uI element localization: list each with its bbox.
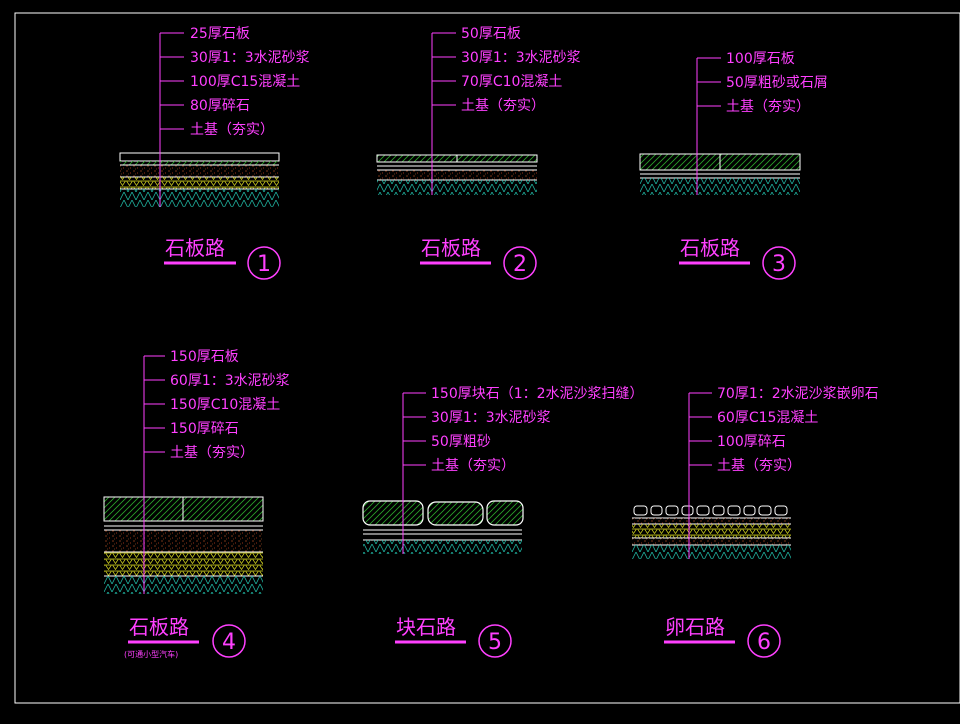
section-1-leader [159,32,184,207]
section-4-label-1: 150厚石板 [170,349,239,365]
section-1-label-4: 80厚碎石 [190,98,250,114]
section-1-number-circle [247,246,281,280]
section-2-leader [431,32,456,195]
section-4-leader [143,355,165,594]
section-4-label-2: 60厚1：3水泥砂浆 [170,373,290,389]
section-3-label-3: 土基（夯实） [726,98,810,115]
section-1-label-2: 30厚1：3水泥砂浆 [190,50,310,66]
section-3-number: 3 [772,252,786,277]
section-1-title: 石板路 [165,236,225,260]
section-2-number-circle [503,246,537,280]
section-3-leader [696,57,721,195]
section-1-label-1: 25厚石板 [190,26,250,42]
section-4-label-5: 土基（夯实） [170,444,254,461]
section-6-number: 6 [757,630,771,655]
section-4-layers [103,496,264,594]
section-2-title: 石板路 [421,236,481,260]
section-1-label-5: 土基（夯实） [190,121,274,138]
section-6-number-circle [747,624,781,658]
section-5: 150厚块石（1：2水泥沙浆扫缝） 30厚1：3水泥砂浆 50厚粗砂 土基（夯实… [362,386,644,658]
section-5-leader [402,392,426,554]
section-1-layers [119,152,280,207]
section-4-label-3: 150厚C10混凝土 [170,397,280,413]
section-3: 100厚石板 50厚粗砂或石屑 土基（夯实） 石板路 3 [639,51,828,280]
section-5-title: 块石路 [396,615,456,639]
section-5-label-2: 30厚1：3水泥砂浆 [431,410,551,426]
section-5-number-circle [478,624,512,658]
section-6-layers [632,505,791,559]
section-3-layers [639,153,801,195]
section-5-label-1: 150厚块石（1：2水泥沙浆扫缝） [431,386,644,402]
section-4-note: (可通小型汽车) [124,649,178,659]
section-6-title: 卵石路 [665,615,725,639]
section-2-number: 2 [513,252,527,277]
section-2-layers [376,154,538,195]
section-5-layers [362,500,524,554]
section-2-label-1: 50厚石板 [461,26,521,42]
pebble-row [633,505,788,516]
section-4-number-circle [212,624,246,658]
section-1: 25厚石板 30厚1：3水泥砂浆 100厚C15混凝土 80厚碎石 土基（夯实）… [119,26,310,280]
section-2-label-4: 土基（夯实） [461,97,545,114]
section-4-number: 4 [222,630,236,655]
section-6-label-2: 60厚C15混凝土 [717,410,818,426]
section-3-title: 石板路 [680,236,740,260]
section-2-label-3: 70厚C10混凝土 [461,74,562,90]
section-2: 50厚石板 30厚1：3水泥砂浆 70厚C10混凝土 土基（夯实） 石板路 2 [376,26,581,280]
section-6-label-1: 70厚1：2水泥沙浆嵌卵石 [717,386,879,402]
section-2-label-2: 30厚1：3水泥砂浆 [461,50,581,66]
section-1-label-3: 100厚C15混凝土 [190,74,300,90]
section-4-title: 石板路 [129,615,189,639]
section-6-label-4: 土基（夯实） [717,457,801,474]
section-4-label-4: 150厚碎石 [170,421,239,437]
section-1-number: 1 [257,252,271,277]
section-3-label-1: 100厚石板 [726,51,795,67]
section-3-label-2: 50厚粗砂或石屑 [726,75,828,91]
section-6-label-3: 100厚碎石 [717,434,786,450]
section-4: 150厚石板 60厚1：3水泥砂浆 150厚C10混凝土 150厚碎石 土基（夯… [103,349,290,659]
section-6: 70厚1：2水泥沙浆嵌卵石 60厚C15混凝土 100厚碎石 土基（夯实） 卵石… [632,386,879,658]
section-5-label-3: 50厚粗砂 [431,434,491,450]
section-5-label-4: 土基（夯实） [431,457,515,474]
section-5-number: 5 [488,630,502,655]
drawing-frame [14,12,960,704]
section-3-number-circle [762,246,796,280]
section-6-leader [688,392,712,559]
